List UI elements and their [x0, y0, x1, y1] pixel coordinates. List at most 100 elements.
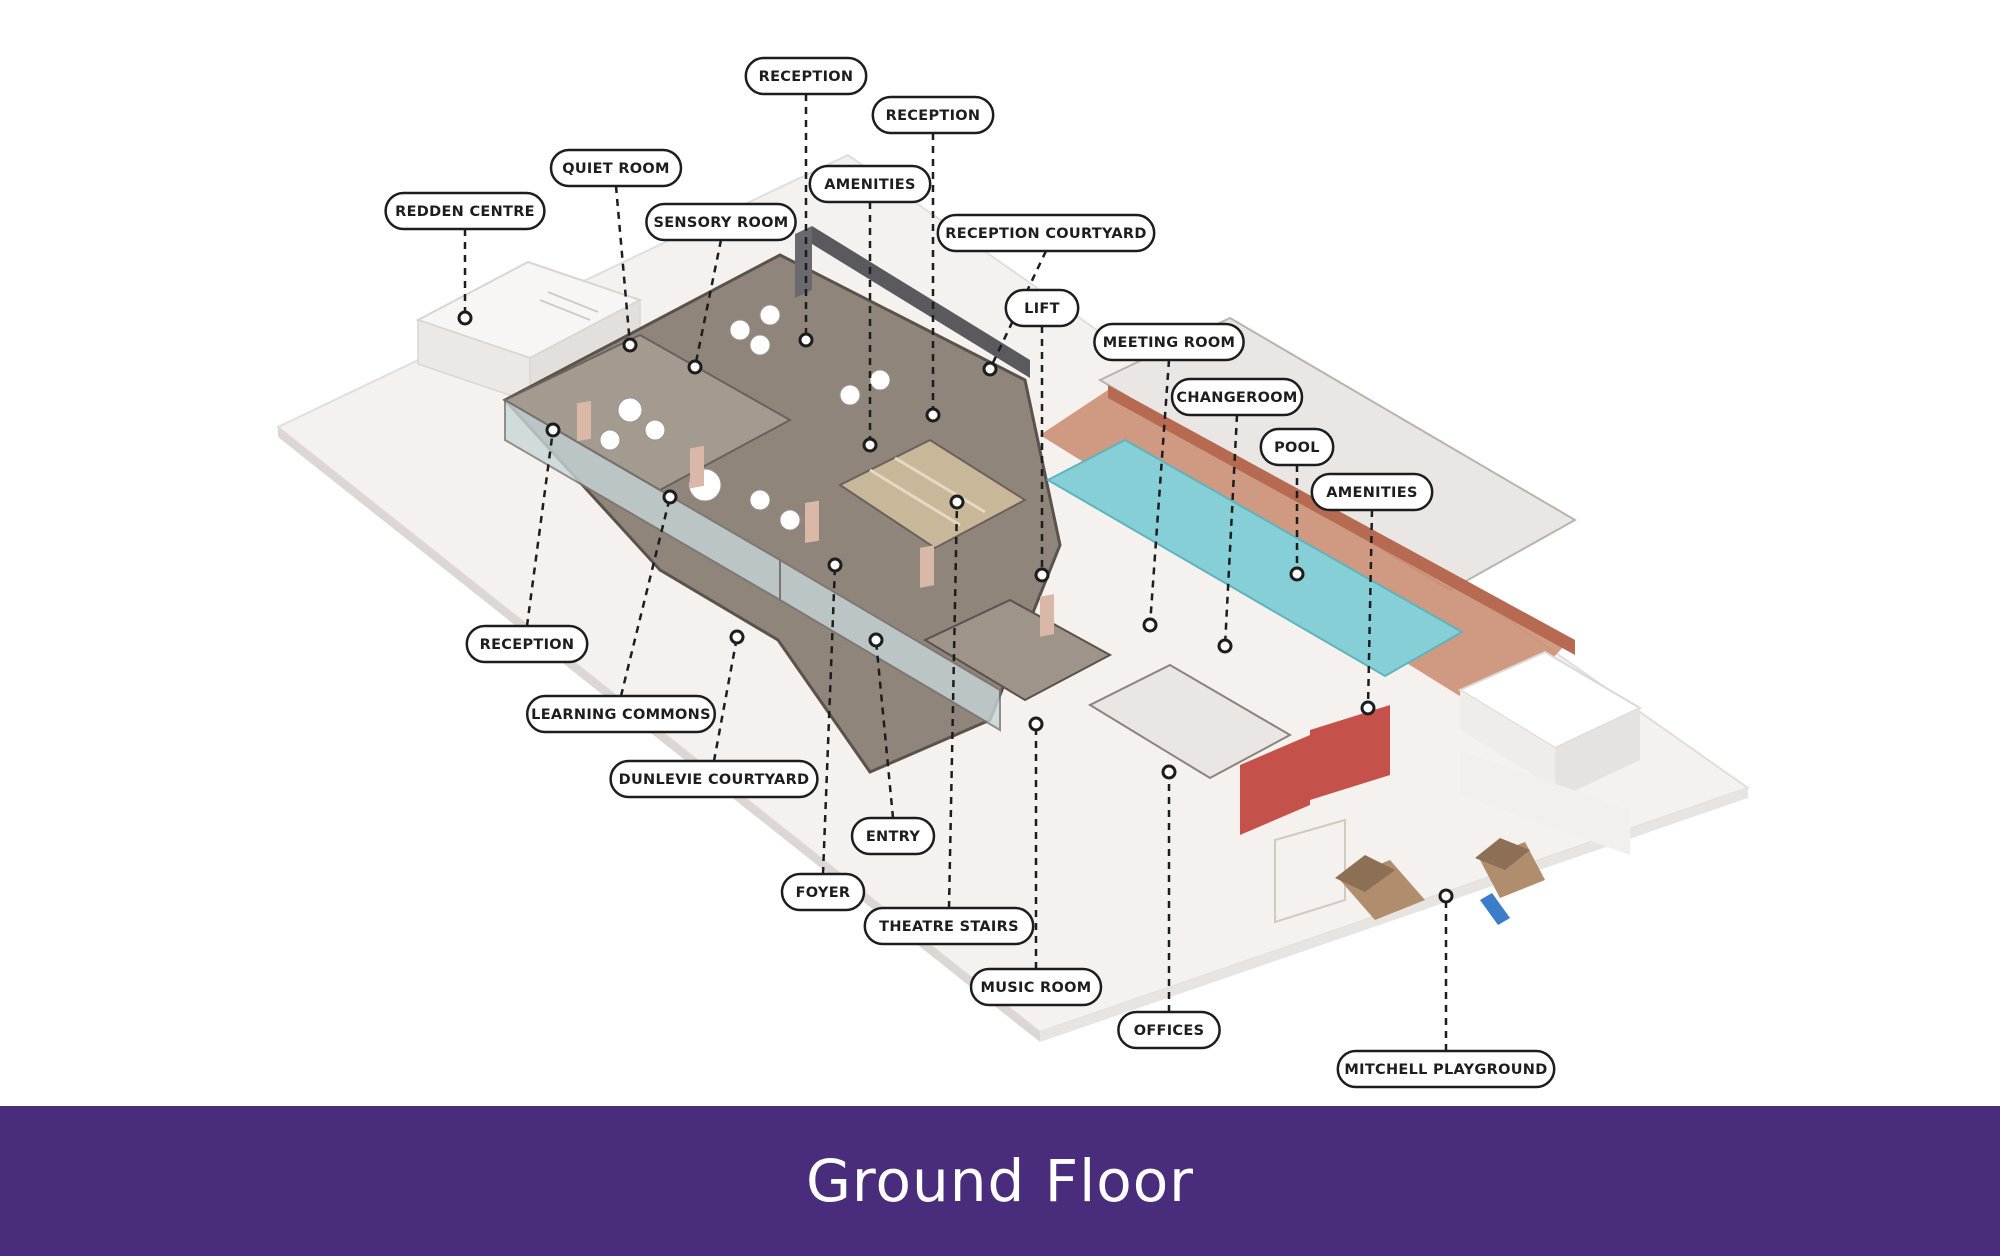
label-pill	[1004, 288, 1080, 328]
anchor-dot	[949, 494, 965, 510]
callout-mitchell-playground: MITCHELL PLAYGROUND	[1336, 888, 1556, 1089]
courtyard-planters	[577, 400, 1054, 637]
playground	[1274, 818, 1545, 925]
callout-meeting-room: MEETING ROOM	[1093, 322, 1245, 633]
anchor-dot	[622, 337, 638, 353]
callout-amenities-right: AMENITIES	[1310, 472, 1434, 716]
room-label-amenities-top: AMENITIES	[824, 177, 915, 193]
callout-reception-2: RECEPTION	[871, 95, 995, 423]
anchor-dot	[687, 359, 703, 375]
callout-changeroom: CHANGEROOM	[1170, 377, 1304, 654]
anchor-dot	[545, 422, 561, 438]
label-pill	[525, 694, 717, 734]
anchor-dot	[798, 332, 814, 348]
callout-quiet-room: QUIET ROOM	[549, 148, 683, 353]
anchor-dot	[1161, 764, 1177, 780]
leader-line	[693, 239, 723, 368]
callout-amenities-top: AMENITIES	[808, 164, 932, 453]
anchor-dot	[982, 361, 998, 377]
callout-theatre-stairs: THEATRE STAIRS	[863, 494, 1035, 946]
room-callouts: RECEPTION RECEPTION QUIET ROOM AMENITIES RED…	[384, 56, 1556, 1089]
pool-water	[1045, 438, 1465, 678]
label-pill	[863, 906, 1035, 946]
label-pill	[1310, 472, 1434, 512]
footer-band: Ground Floor	[0, 1106, 2000, 1256]
anchor-dot	[1289, 566, 1305, 582]
anchor-dot	[862, 437, 878, 453]
callout-reception-courtyard: RECEPTION COURTYARD	[936, 213, 1156, 377]
room-label-meeting-room: MEETING ROOM	[1103, 335, 1235, 351]
room-label-foyer: FOYER	[796, 885, 851, 901]
callout-foyer: FOYER	[780, 557, 866, 912]
callout-pool: POOL	[1259, 427, 1335, 582]
main-building	[502, 226, 1390, 835]
slide	[1480, 893, 1510, 925]
anchor-dot	[457, 310, 473, 326]
anchor-dot	[1360, 700, 1376, 716]
anchor-dot	[827, 557, 843, 573]
callout-reception-left: RECEPTION	[465, 422, 589, 664]
room-label-entry: ENTRY	[866, 829, 921, 845]
room-label-music-room: MUSIC ROOM	[981, 980, 1092, 996]
leader-line	[947, 501, 959, 909]
callout-reception-top: RECEPTION	[744, 56, 868, 348]
label-pill	[1259, 427, 1335, 467]
anchor-dot	[1142, 617, 1158, 633]
label-pill	[1170, 377, 1304, 417]
callout-learning-commons: LEARNING COMMONS	[525, 489, 717, 734]
anchor-dot	[868, 632, 884, 648]
label-pill	[609, 759, 819, 799]
label-pill	[936, 213, 1156, 253]
room-label-reception-2: RECEPTION	[886, 108, 981, 124]
label-pill	[850, 816, 936, 856]
anchor-dot	[1438, 888, 1454, 904]
label-pill	[384, 191, 546, 231]
room-label-learning-commons: LEARNING COMMONS	[531, 707, 711, 723]
label-pill	[871, 95, 995, 135]
callout-music-room: MUSIC ROOM	[969, 716, 1103, 1007]
room-label-amenities-right: AMENITIES	[1326, 485, 1417, 501]
room-label-reception-left: RECEPTION	[480, 637, 575, 653]
label-pill	[969, 967, 1103, 1007]
callout-lift: LIFT	[1004, 288, 1080, 583]
label-pill	[780, 872, 866, 912]
room-label-reception-top: RECEPTION	[759, 69, 854, 85]
label-pill	[808, 164, 932, 204]
callout-sensory-room: SENSORY ROOM	[645, 202, 797, 375]
leader-line	[1148, 359, 1171, 626]
anchor-dot	[729, 629, 745, 645]
leader-line	[619, 496, 672, 697]
leader-line	[874, 639, 895, 819]
room-label-offices: OFFICES	[1134, 1023, 1205, 1039]
label-pill	[744, 56, 868, 96]
floor-title: Ground Floor	[805, 1147, 1195, 1215]
label-pill	[1093, 322, 1245, 362]
ground-slab-edge-right	[1040, 788, 1748, 1042]
anchor-dot	[1034, 567, 1050, 583]
room-label-sensory-room: SENSORY ROOM	[653, 215, 788, 231]
annex-building	[1457, 650, 1643, 855]
callout-dunlevie-courtyard: DUNLEVIE COURTYARD	[609, 629, 819, 799]
label-pill	[549, 148, 683, 188]
anchor-dot	[925, 407, 941, 423]
leader-line	[712, 636, 739, 762]
room-label-quiet-room: QUIET ROOM	[562, 161, 670, 177]
isometric-floor-plan: RECEPTION RECEPTION QUIET ROOM AMENITIES RED…	[276, 56, 1751, 1089]
callout-entry: ENTRY	[850, 632, 936, 856]
room-label-lift: LIFT	[1024, 301, 1060, 317]
room-label-dunlevie-courtyard: DUNLEVIE COURTYARD	[619, 772, 810, 788]
leader-line	[614, 185, 632, 346]
callout-redden-centre: REDDEN CENTRE	[384, 191, 546, 326]
label-pill	[465, 624, 589, 664]
room-label-mitchell-playground: MITCHELL PLAYGROUND	[1344, 1062, 1547, 1078]
anchor-dot	[662, 489, 678, 505]
callout-offices: OFFICES	[1117, 764, 1221, 1050]
label-pill	[1117, 1010, 1221, 1050]
room-label-pool: POOL	[1274, 440, 1320, 456]
room-label-redden-centre: REDDEN CENTRE	[395, 204, 535, 220]
label-pill	[1336, 1049, 1556, 1089]
pool-area	[1040, 316, 1578, 718]
anchor-dot	[1217, 638, 1233, 654]
anchor-dot	[1028, 716, 1044, 732]
